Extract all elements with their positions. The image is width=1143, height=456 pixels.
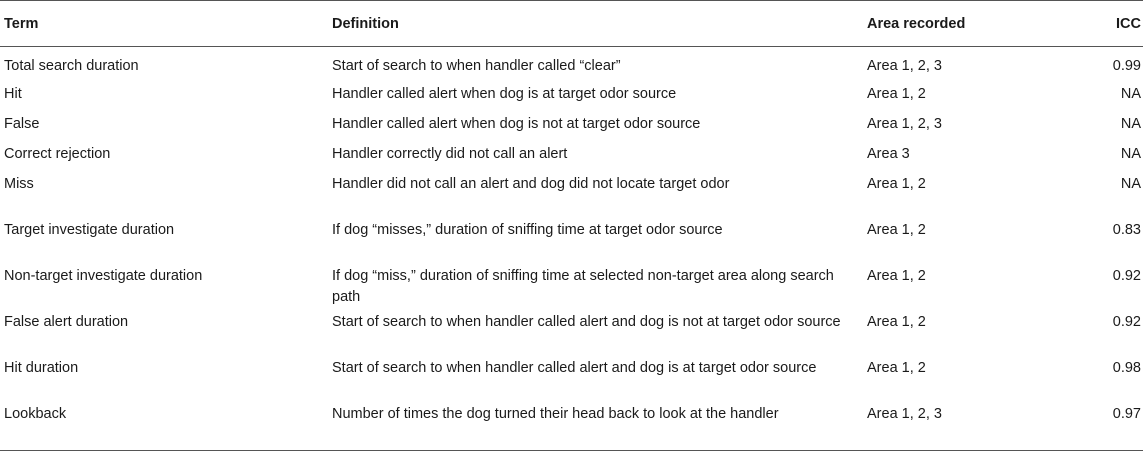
table-row: False Handler called alert when dog is n… xyxy=(0,110,1143,140)
cell-term: Target investigate duration xyxy=(4,222,175,238)
cell-term: Total search duration xyxy=(4,58,139,74)
table-row: Target investigate duration If dog “miss… xyxy=(0,216,1143,262)
cell-area: Area 1, 2 xyxy=(867,314,926,330)
header-term: Term xyxy=(4,16,39,32)
cell-area: Area 1, 2, 3 xyxy=(867,116,942,132)
cell-area: Area 1, 2 xyxy=(867,176,926,192)
cell-term: Hit duration xyxy=(4,360,79,376)
cell-icc: 0.83 xyxy=(1112,222,1141,238)
cell-area: Area 1, 2 xyxy=(867,268,926,284)
table-row: Non-target investigate duration If dog “… xyxy=(0,262,1143,308)
cell-definition: Number of times the dog turned their hea… xyxy=(332,406,779,422)
cell-area: Area 1, 2 xyxy=(867,86,926,102)
table-row: Miss Handler did not call an alert and d… xyxy=(0,170,1143,216)
cell-icc: 0.92 xyxy=(1112,268,1141,284)
cell-icc: NA xyxy=(1120,146,1141,162)
header-icc: ICC xyxy=(1116,16,1141,32)
cell-definition: Start of search to when handler called “… xyxy=(332,58,621,74)
cell-definition: Handler called alert when dog is at targ… xyxy=(332,86,677,102)
table-row: Hit duration Start of search to when han… xyxy=(0,354,1143,400)
cell-area: Area 1, 2 xyxy=(867,360,926,376)
cell-area: Area 3 xyxy=(867,146,910,162)
cell-term: Correct rejection xyxy=(4,146,111,162)
header-area-recorded: Area recorded xyxy=(867,16,966,32)
cell-icc: 0.99 xyxy=(1112,58,1141,74)
cell-icc: 0.97 xyxy=(1112,406,1141,422)
cell-icc: NA xyxy=(1120,116,1141,132)
cell-definition: If dog “miss,” duration of sniffing time… xyxy=(332,268,834,305)
cell-definition: Handler called alert when dog is not at … xyxy=(332,116,701,132)
cell-icc: 0.98 xyxy=(1112,360,1141,376)
table-row: Hit Handler called alert when dog is at … xyxy=(0,80,1143,110)
cell-area: Area 1, 2, 3 xyxy=(867,58,942,74)
cell-definition: Handler did not call an alert and dog di… xyxy=(332,176,730,192)
cell-term: Lookback xyxy=(4,406,67,422)
cell-term: Non-target investigate duration xyxy=(4,268,203,284)
cell-definition: Handler correctly did not call an alert xyxy=(332,146,568,162)
cell-area: Area 1, 2 xyxy=(867,222,926,238)
cell-definition: If dog “misses,” duration of sniffing ti… xyxy=(332,222,723,238)
cell-term: Hit xyxy=(4,86,22,102)
cell-icc: 0.92 xyxy=(1112,314,1141,330)
cell-definition: Start of search to when handler called a… xyxy=(332,360,817,376)
cell-icc: NA xyxy=(1120,86,1141,102)
cell-area: Area 1, 2, 3 xyxy=(867,406,942,422)
table-body: Total search duration Start of search to… xyxy=(0,47,1143,451)
table-row: Correct rejection Handler correctly did … xyxy=(0,140,1143,170)
cell-term: False alert duration xyxy=(4,314,129,330)
table-row: Lookback Number of times the dog turned … xyxy=(0,400,1143,451)
table-row: False alert duration Start of search to … xyxy=(0,308,1143,354)
header-definition: Definition xyxy=(332,16,399,32)
table-row: Total search duration Start of search to… xyxy=(0,47,1143,81)
header-row: Term Definition Area recorded ICC xyxy=(0,0,1143,47)
cell-icc: NA xyxy=(1120,176,1141,192)
table-header: Term Definition Area recorded ICC xyxy=(0,0,1143,47)
cell-term: Miss xyxy=(4,176,34,192)
cell-term: False xyxy=(4,116,40,132)
cell-definition: Start of search to when handler called a… xyxy=(332,314,841,330)
